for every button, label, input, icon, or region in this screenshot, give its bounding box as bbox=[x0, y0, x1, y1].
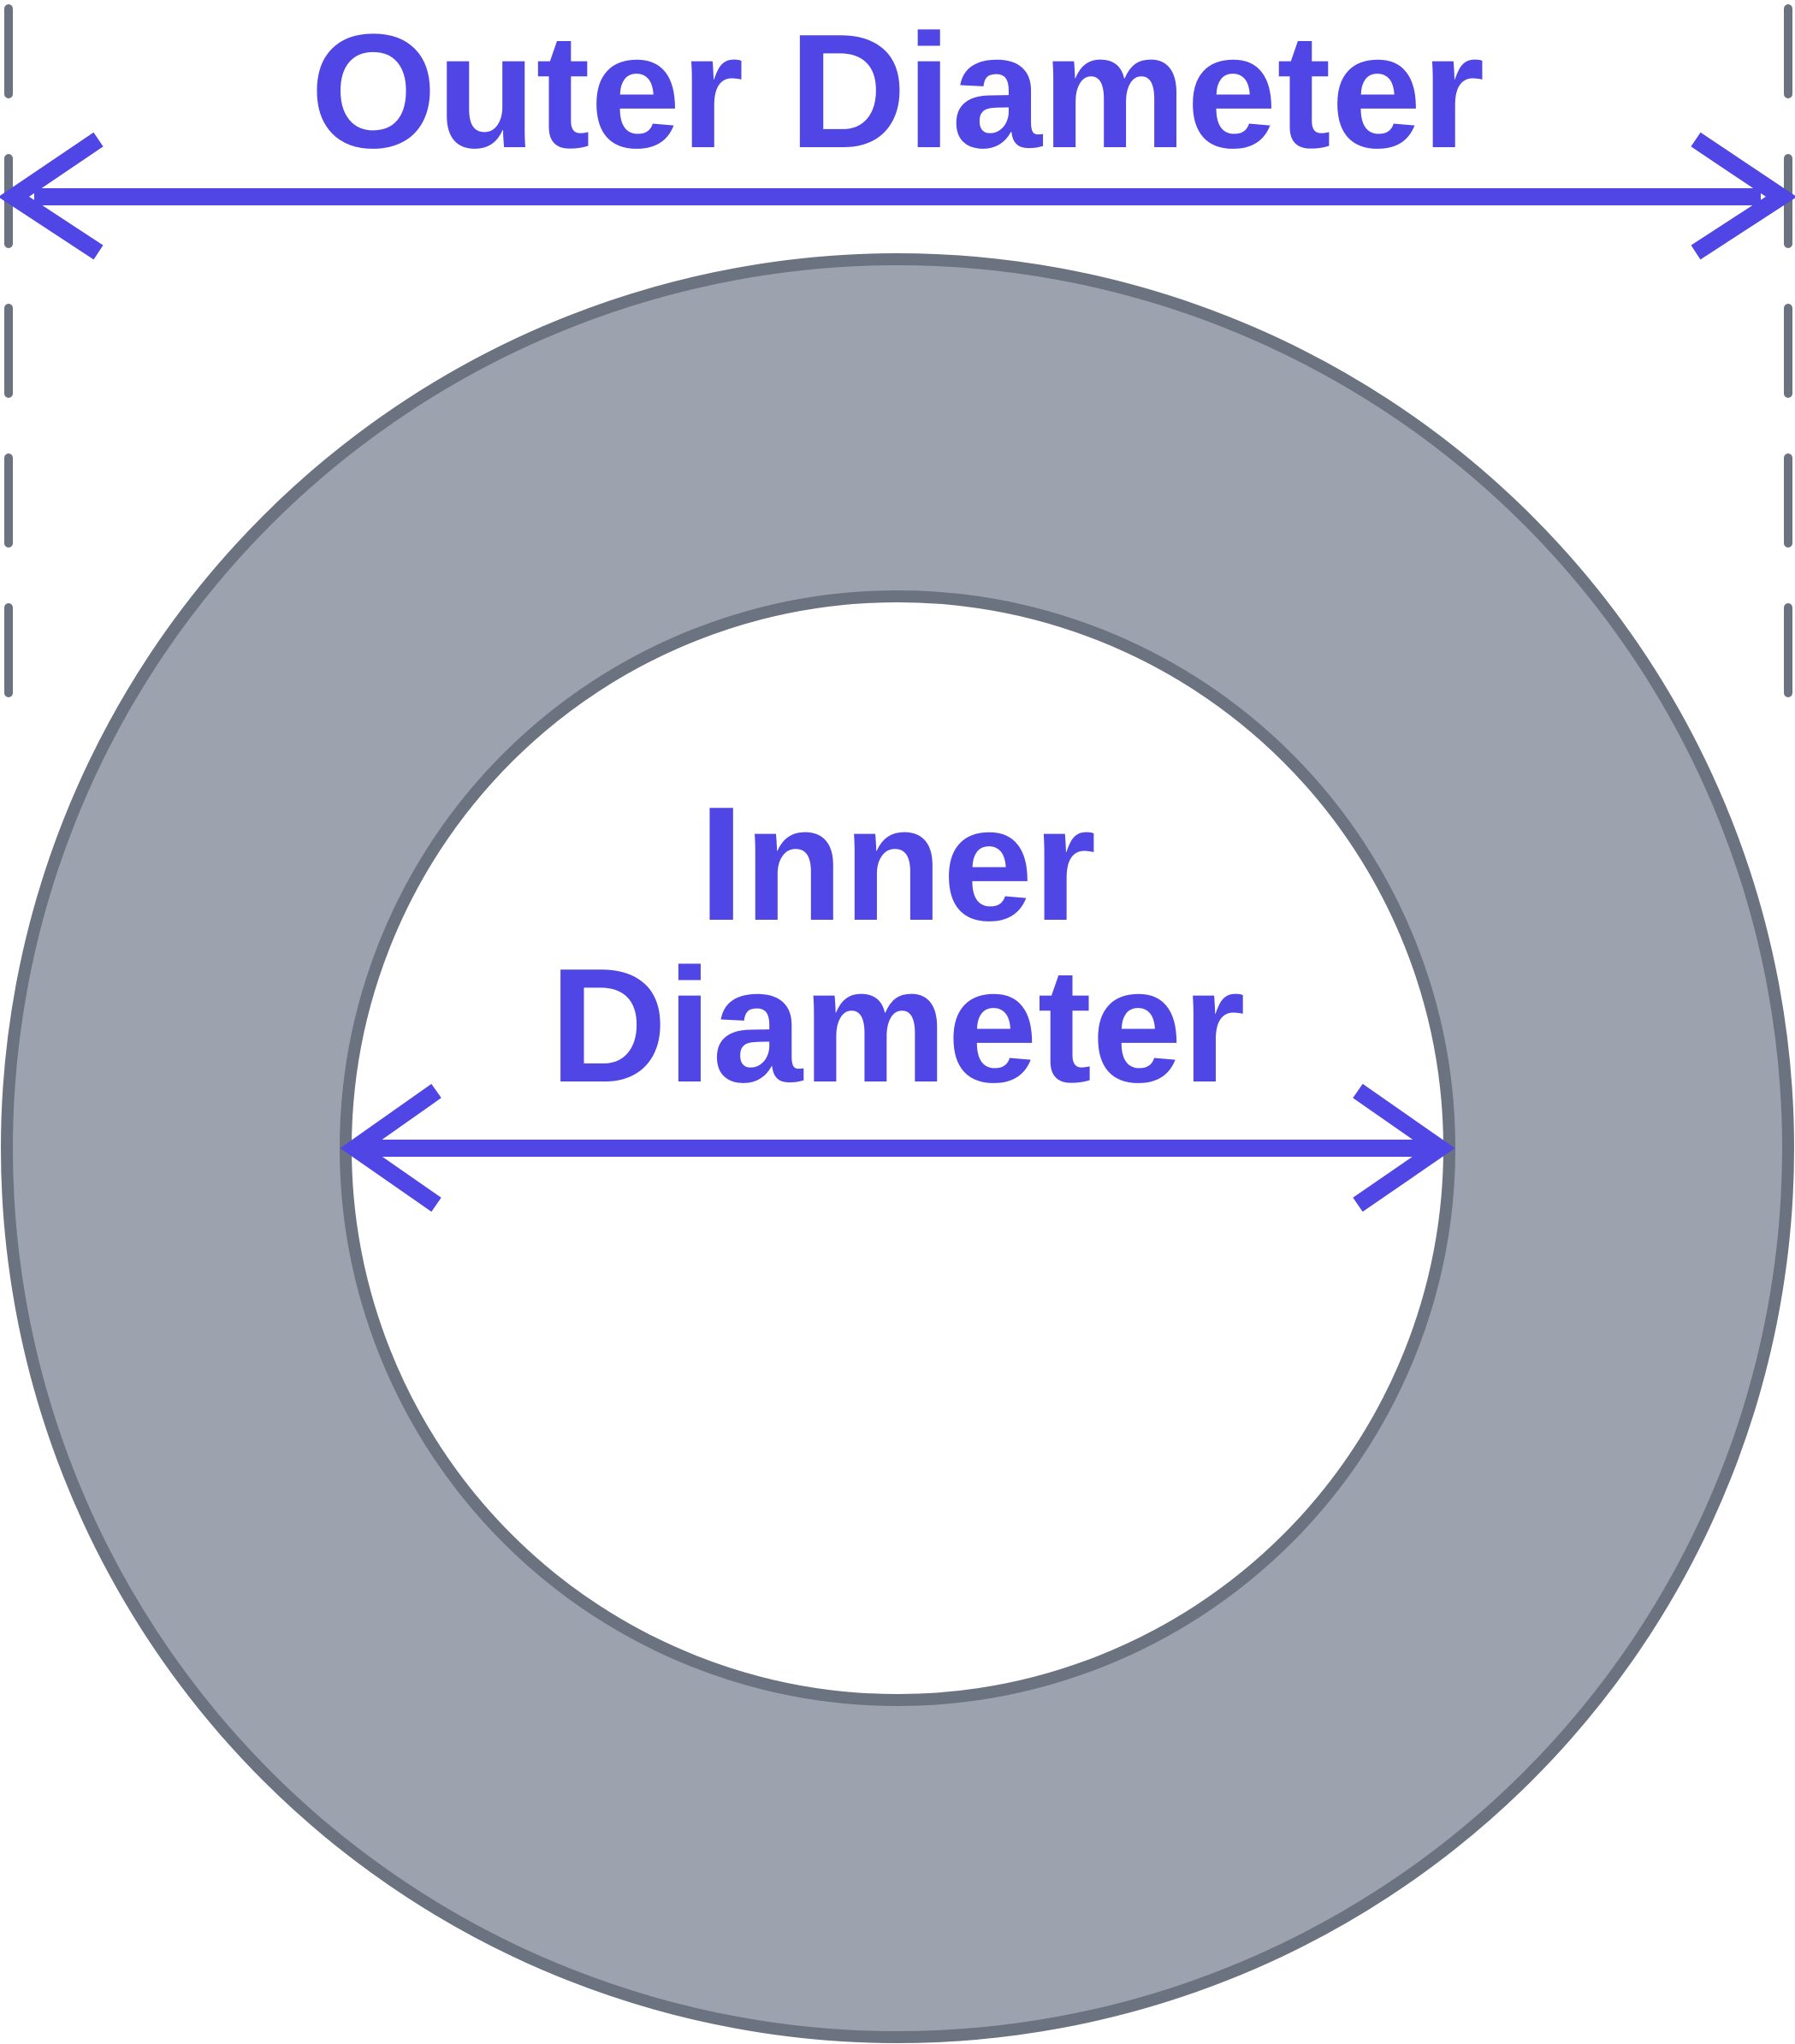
inner-diameter-arrow bbox=[340, 1083, 1455, 1212]
outer-diameter-arrow bbox=[0, 132, 1795, 260]
inner-diameter-label-line2: Diameter bbox=[549, 935, 1245, 1117]
inner-diameter-label-line1: Inner bbox=[699, 773, 1097, 955]
outer-diameter-label: Outer Diameter bbox=[311, 1, 1485, 182]
